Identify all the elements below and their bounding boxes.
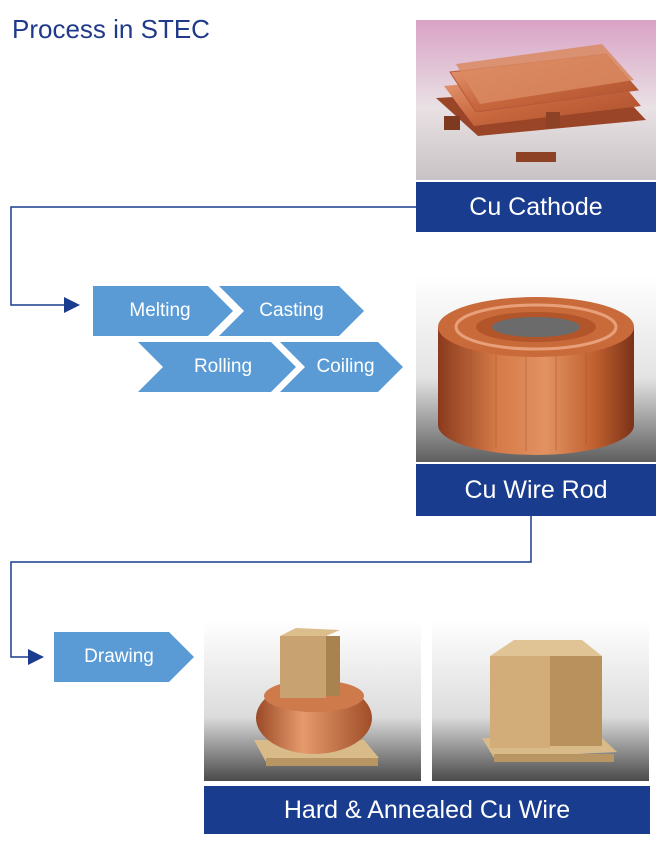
step-coiling-label: Coiling [316, 356, 375, 377]
cu-wire-rod-label: Cu Wire Rod [416, 464, 656, 516]
step-drawing-label: Drawing [84, 646, 154, 667]
cu-wire-label: Hard & Annealed Cu Wire [204, 786, 650, 834]
step-drawing: Drawing [54, 632, 194, 682]
step-rolling: Rolling [138, 342, 296, 392]
page-title: Process in STEC [12, 14, 210, 44]
cu-cathode-label: Cu Cathode [416, 182, 656, 232]
step-rolling-label: Rolling [193, 356, 253, 377]
cu-cathode-photo [416, 20, 656, 180]
packaged-box-photo [432, 620, 649, 781]
wire-spool-photo [204, 620, 421, 781]
step-casting-label: Casting [259, 300, 324, 321]
cu-wire-rod-photo [416, 275, 656, 462]
step-melting: Melting [93, 286, 233, 336]
step-melting-label: Melting [129, 300, 191, 321]
step-coiling: Coiling [280, 342, 403, 392]
step-casting: Casting [219, 286, 364, 336]
